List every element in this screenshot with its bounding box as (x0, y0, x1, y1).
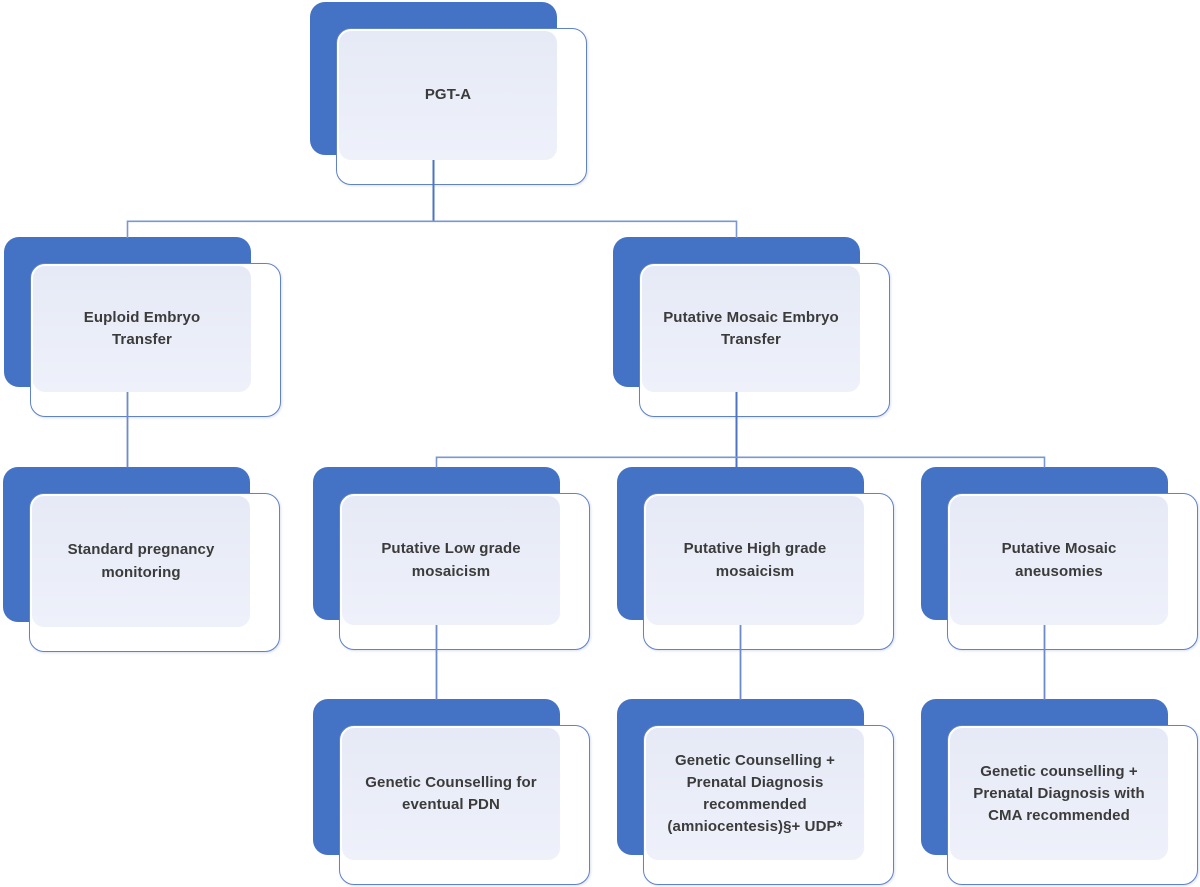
node-genetic-counselling-eventual-pdn: Genetic Counselling for eventual PDN (313, 699, 590, 885)
node-genetic-counselling-cma: Genetic counselling + Prenatal Diagnosis… (921, 699, 1198, 885)
node-label: Putative Mosaic aneusomies (950, 496, 1168, 625)
node-label: PGT-A (339, 31, 557, 160)
node-putative-mosaic-aneusomies: Putative Mosaic aneusomies (921, 467, 1198, 650)
node-label: Euploid Embryo Transfer (33, 266, 251, 392)
node-label: Putative Mosaic Embryo Transfer (642, 266, 860, 392)
node-label: Standard pregnancy monitoring (32, 496, 250, 627)
node-euploid-embryo-transfer: Euploid Embryo Transfer (4, 237, 281, 417)
connector-mosaic-children (435, 456, 1046, 468)
connector-pgta-children (126, 220, 738, 238)
node-putative-high-grade-mosaicism: Putative High grade mosaicism (617, 467, 894, 650)
node-label: Putative High grade mosaicism (646, 496, 864, 625)
node-pgta: PGT-A (310, 2, 587, 185)
node-genetic-counselling-amniocentesis: Genetic Counselling + Prenatal Diagnosis… (617, 699, 894, 885)
node-label: Genetic Counselling + Prenatal Diagnosis… (646, 728, 864, 860)
node-label: Genetic Counselling for eventual PDN (342, 728, 560, 860)
node-putative-low-grade-mosaicism: Putative Low grade mosaicism (313, 467, 590, 650)
node-standard-pregnancy-monitoring: Standard pregnancy monitoring (3, 467, 280, 652)
node-putative-mosaic-embryo-transfer: Putative Mosaic Embryo Transfer (613, 237, 890, 417)
node-label: Putative Low grade mosaicism (342, 496, 560, 625)
node-label: Genetic counselling + Prenatal Diagnosis… (950, 728, 1168, 860)
